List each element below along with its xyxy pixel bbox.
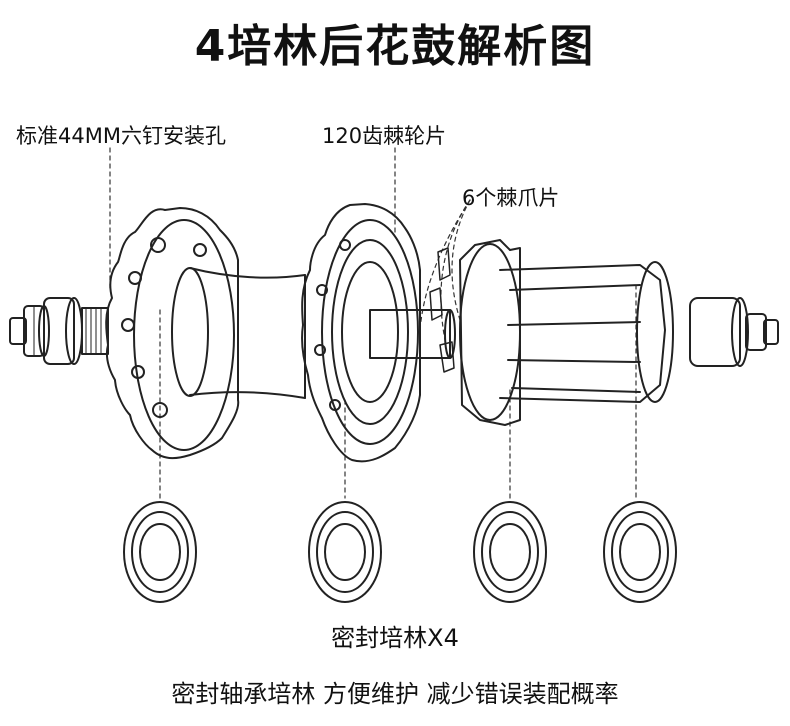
pawls — [429, 247, 455, 373]
left-end-cap — [9, 297, 83, 365]
caption-bearing-count: 密封培林X4 — [331, 624, 459, 652]
hub-body — [171, 267, 306, 399]
label-pawls: 6个棘爪片 — [462, 186, 560, 210]
left-axle-threads — [81, 307, 109, 355]
right-flange — [301, 203, 421, 463]
label-mounting-holes: 标准44MM六钉安装孔 — [16, 124, 226, 148]
caption-bearing-description: 密封轴承培林 方便维护 减少错误装配概率 — [171, 680, 619, 708]
leader-lines — [109, 147, 637, 499]
page-title: 4培林后花鼓解析图 — [194, 21, 596, 72]
left-flange — [105, 207, 240, 460]
freehub-body — [459, 239, 674, 426]
bearing — [603, 501, 677, 603]
bearing — [308, 501, 382, 603]
label-ratchet: 120齿棘轮片 — [322, 124, 447, 148]
bearing — [473, 501, 547, 603]
axle — [369, 309, 456, 359]
bearing — [123, 501, 197, 603]
right-end-cap — [689, 297, 779, 367]
